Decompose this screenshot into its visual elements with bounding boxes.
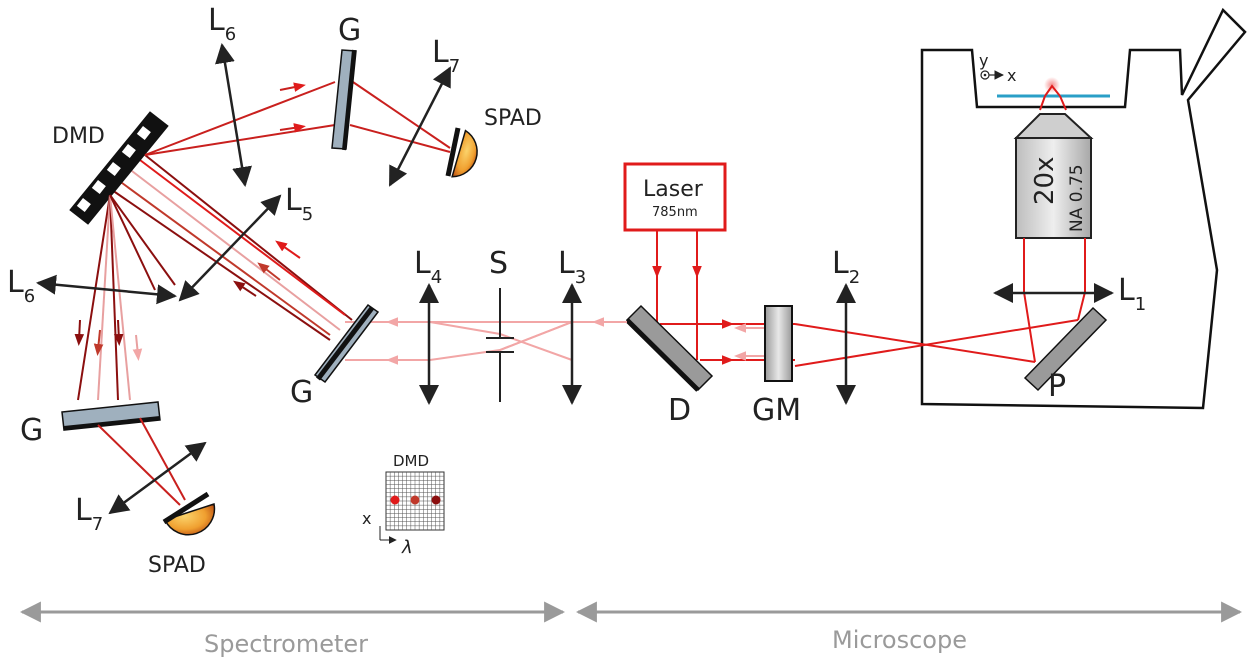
galvo-mirror: [764, 305, 793, 382]
microscope-body-outline: [920, 7, 1247, 410]
lens-l7-bottom-label: L7: [75, 493, 103, 535]
objective-na: NA 0.75: [1067, 164, 1087, 232]
dmd-inset-title: DMD: [393, 452, 429, 470]
dmd-to-bottom-grating-beams: [74, 194, 176, 401]
spad-bottom-label: SPAD: [148, 553, 206, 578]
grating-middle: [313, 303, 380, 384]
axis-y-label: y: [979, 51, 988, 70]
dmd-inset-x-axis: x: [362, 509, 371, 528]
dmd-to-top-grating-beams: [144, 79, 451, 156]
dichroic-mirror-back: [625, 318, 700, 392]
grating-left-label: G: [20, 413, 43, 448]
lens-l2-label: L2: [832, 246, 860, 288]
slit-s: [486, 288, 514, 402]
dmd-label: DMD: [52, 124, 105, 149]
grating-top-label: G: [338, 13, 361, 48]
axis-x-label: x: [1007, 66, 1016, 85]
lens-l7-bottom-arrow: [108, 441, 207, 515]
laser-title: Laser: [643, 177, 704, 202]
dmd-inset-lambda-axis: λ: [401, 537, 413, 558]
lens-l1-label: L1: [1118, 273, 1146, 315]
spad-top: [445, 127, 478, 178]
objective-lens: [1013, 113, 1094, 239]
coordinate-axes: [980, 70, 1004, 80]
lens-l5-label: L5: [285, 183, 313, 225]
dmd-device: [69, 111, 169, 225]
spad-bottom: [162, 491, 216, 536]
grating-top: [331, 49, 357, 151]
laser-box: [623, 162, 727, 232]
bottom-spad-beams: [97, 417, 186, 506]
dichroic-label: D: [668, 393, 691, 428]
slit-label: S: [489, 246, 508, 281]
collection-beams: [345, 317, 627, 365]
mirror-p-label: P: [1048, 369, 1066, 404]
return-beams-light: [734, 323, 768, 361]
dichroic-mirror-d: [625, 304, 714, 392]
lens-l6-top-arrow: [215, 43, 252, 187]
lens-l4-label: L4: [414, 246, 442, 288]
objective-magnification: 20x: [1030, 157, 1060, 205]
lens-l6-left-label: L6: [7, 265, 35, 307]
grating-middle-label: G: [290, 375, 313, 410]
lens-l5-arrow: [178, 194, 282, 302]
galvo-mirror-label: GM: [752, 393, 801, 428]
lens-l6-top-label: L6: [208, 3, 236, 45]
spectrometer-label: Spectrometer: [204, 630, 368, 658]
lens-l7-top-arrow: [388, 66, 452, 187]
laser-wavelength: 785nm: [652, 205, 698, 220]
microscope-label: Microscope: [832, 626, 967, 654]
lens-l3-label: L3: [558, 246, 586, 288]
grating-left: [61, 401, 161, 431]
dmd-inset-grid: [379, 471, 445, 544]
mirror-p: [1023, 306, 1108, 392]
lens-l7-top-label: L7: [432, 35, 460, 77]
spad-top-label: SPAD: [484, 106, 542, 131]
lens-l6-left-arrow: [36, 274, 177, 305]
